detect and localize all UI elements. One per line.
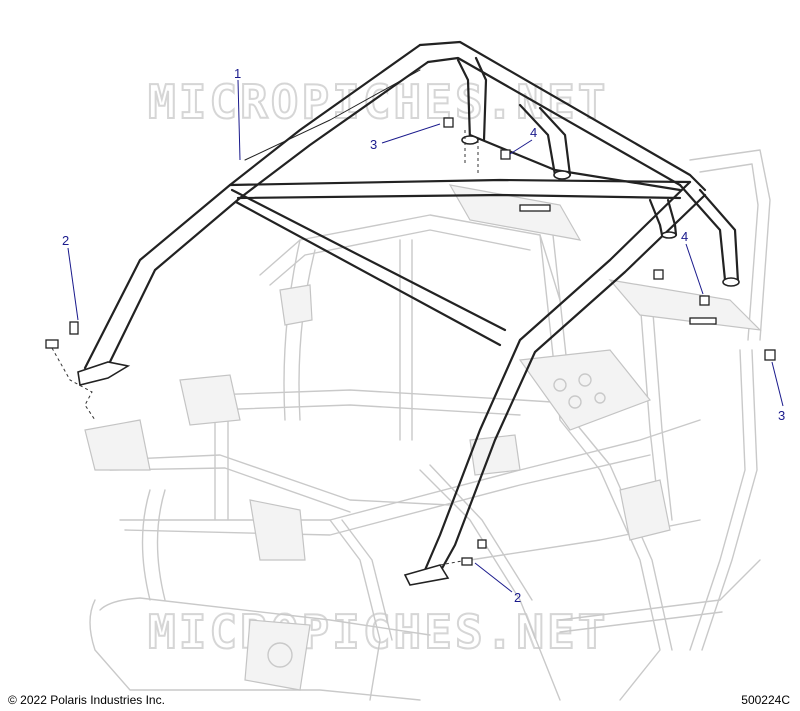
callout-1: 1 [234,66,241,81]
callout-4-top: 4 [530,125,537,140]
callout-2-right: 2 [514,590,521,605]
bolt-front-left-upper [69,321,79,335]
copyright-text: © 2022 Polaris Industries Inc. [8,693,165,707]
roll-cage [77,40,740,586]
nut-right-lower [764,349,776,361]
bolt-bracket-mid [519,204,551,212]
hardware [45,117,776,566]
watermark-bottom: MICROPICHES.NET [148,605,608,659]
nut-right-mid [699,295,710,306]
callout-2-left: 2 [62,233,69,248]
callout-3-right: 3 [778,408,785,423]
callout-3-top: 3 [370,137,377,152]
bolt-front-right-2 [477,539,487,549]
bolt-front-right [461,557,473,566]
callout-4-right: 4 [681,229,688,244]
chassis-frame [84,149,771,701]
bolt-right-bracket [689,317,717,325]
part-number: 500224C [741,693,790,707]
bolt-front-left-lower [45,339,59,349]
callout-leaders [67,79,784,593]
nut-right-upper [653,269,664,280]
watermark-top: MICROPICHES.NET [148,75,608,129]
callouts: 1 2 2 3 3 4 4 [62,66,785,605]
nut-top-left [443,117,454,128]
nut-top-right [500,149,511,160]
